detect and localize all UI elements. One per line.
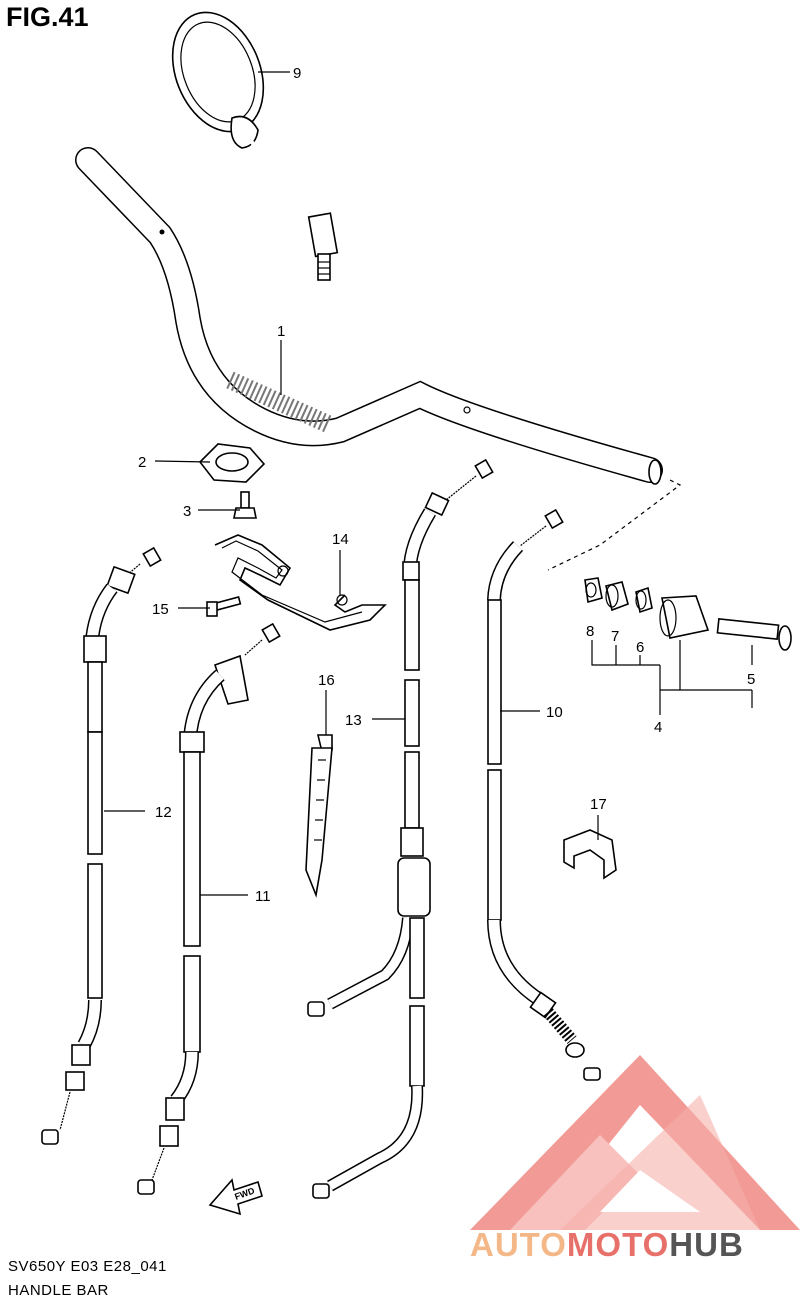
callout-labels: 9 1 2 3 14 15 8 7 6 5 4 16 13 10 12 11 1… [138, 65, 755, 905]
callout-3: 3 [183, 503, 191, 520]
handlebar [75, 147, 663, 485]
leader-lines [104, 71, 753, 896]
callout-14: 14 [332, 531, 349, 548]
callout-4: 4 [654, 719, 662, 736]
speedometer-cable [487, 508, 601, 1081]
forward-direction-arrow: FWD [208, 1178, 263, 1216]
handlebar-holder [198, 443, 266, 483]
callout-9: 9 [293, 65, 301, 82]
cable-tie [305, 734, 333, 898]
callout-12: 12 [155, 804, 172, 821]
callout-10: 10 [546, 704, 563, 721]
clamp-screw [206, 596, 242, 617]
holder-bolt [233, 491, 257, 519]
callout-6: 6 [636, 639, 644, 656]
handlebar-balancer-assembly [584, 577, 792, 651]
clutch-cable [41, 546, 162, 1145]
throttle-cable-no1 [307, 458, 494, 1199]
callout-5: 5 [747, 671, 755, 688]
model-code: SV650Y E03 E28_041 [8, 1258, 167, 1275]
cable-clip [563, 829, 617, 880]
brand-hub: HUB [669, 1226, 744, 1263]
callout-11: 11 [255, 888, 271, 905]
callout-15: 15 [152, 601, 169, 618]
mirror [171, 11, 339, 281]
watermark-brand-text: AUTOMOTOHUB [470, 1226, 744, 1263]
figure-title: FIG.41 [6, 2, 89, 32]
callout-2: 2 [138, 454, 146, 471]
cable-guide-clamp [214, 534, 387, 631]
callout-7: 7 [611, 628, 619, 645]
callout-8: 8 [586, 623, 594, 640]
callout-1: 1 [277, 323, 285, 340]
callout-17: 17 [590, 796, 607, 813]
brand-auto: AUTO [470, 1226, 567, 1263]
svg-text:AUTOMOTOHUB: AUTOMOTOHUB [470, 1226, 744, 1263]
watermark-logo [470, 1055, 800, 1230]
brand-moto: MOTO [567, 1226, 669, 1263]
figure-name: HANDLE BAR [8, 1282, 109, 1299]
callout-16: 16 [318, 672, 335, 689]
callout-13: 13 [345, 712, 362, 729]
throttle-cable-no2 [137, 622, 281, 1195]
